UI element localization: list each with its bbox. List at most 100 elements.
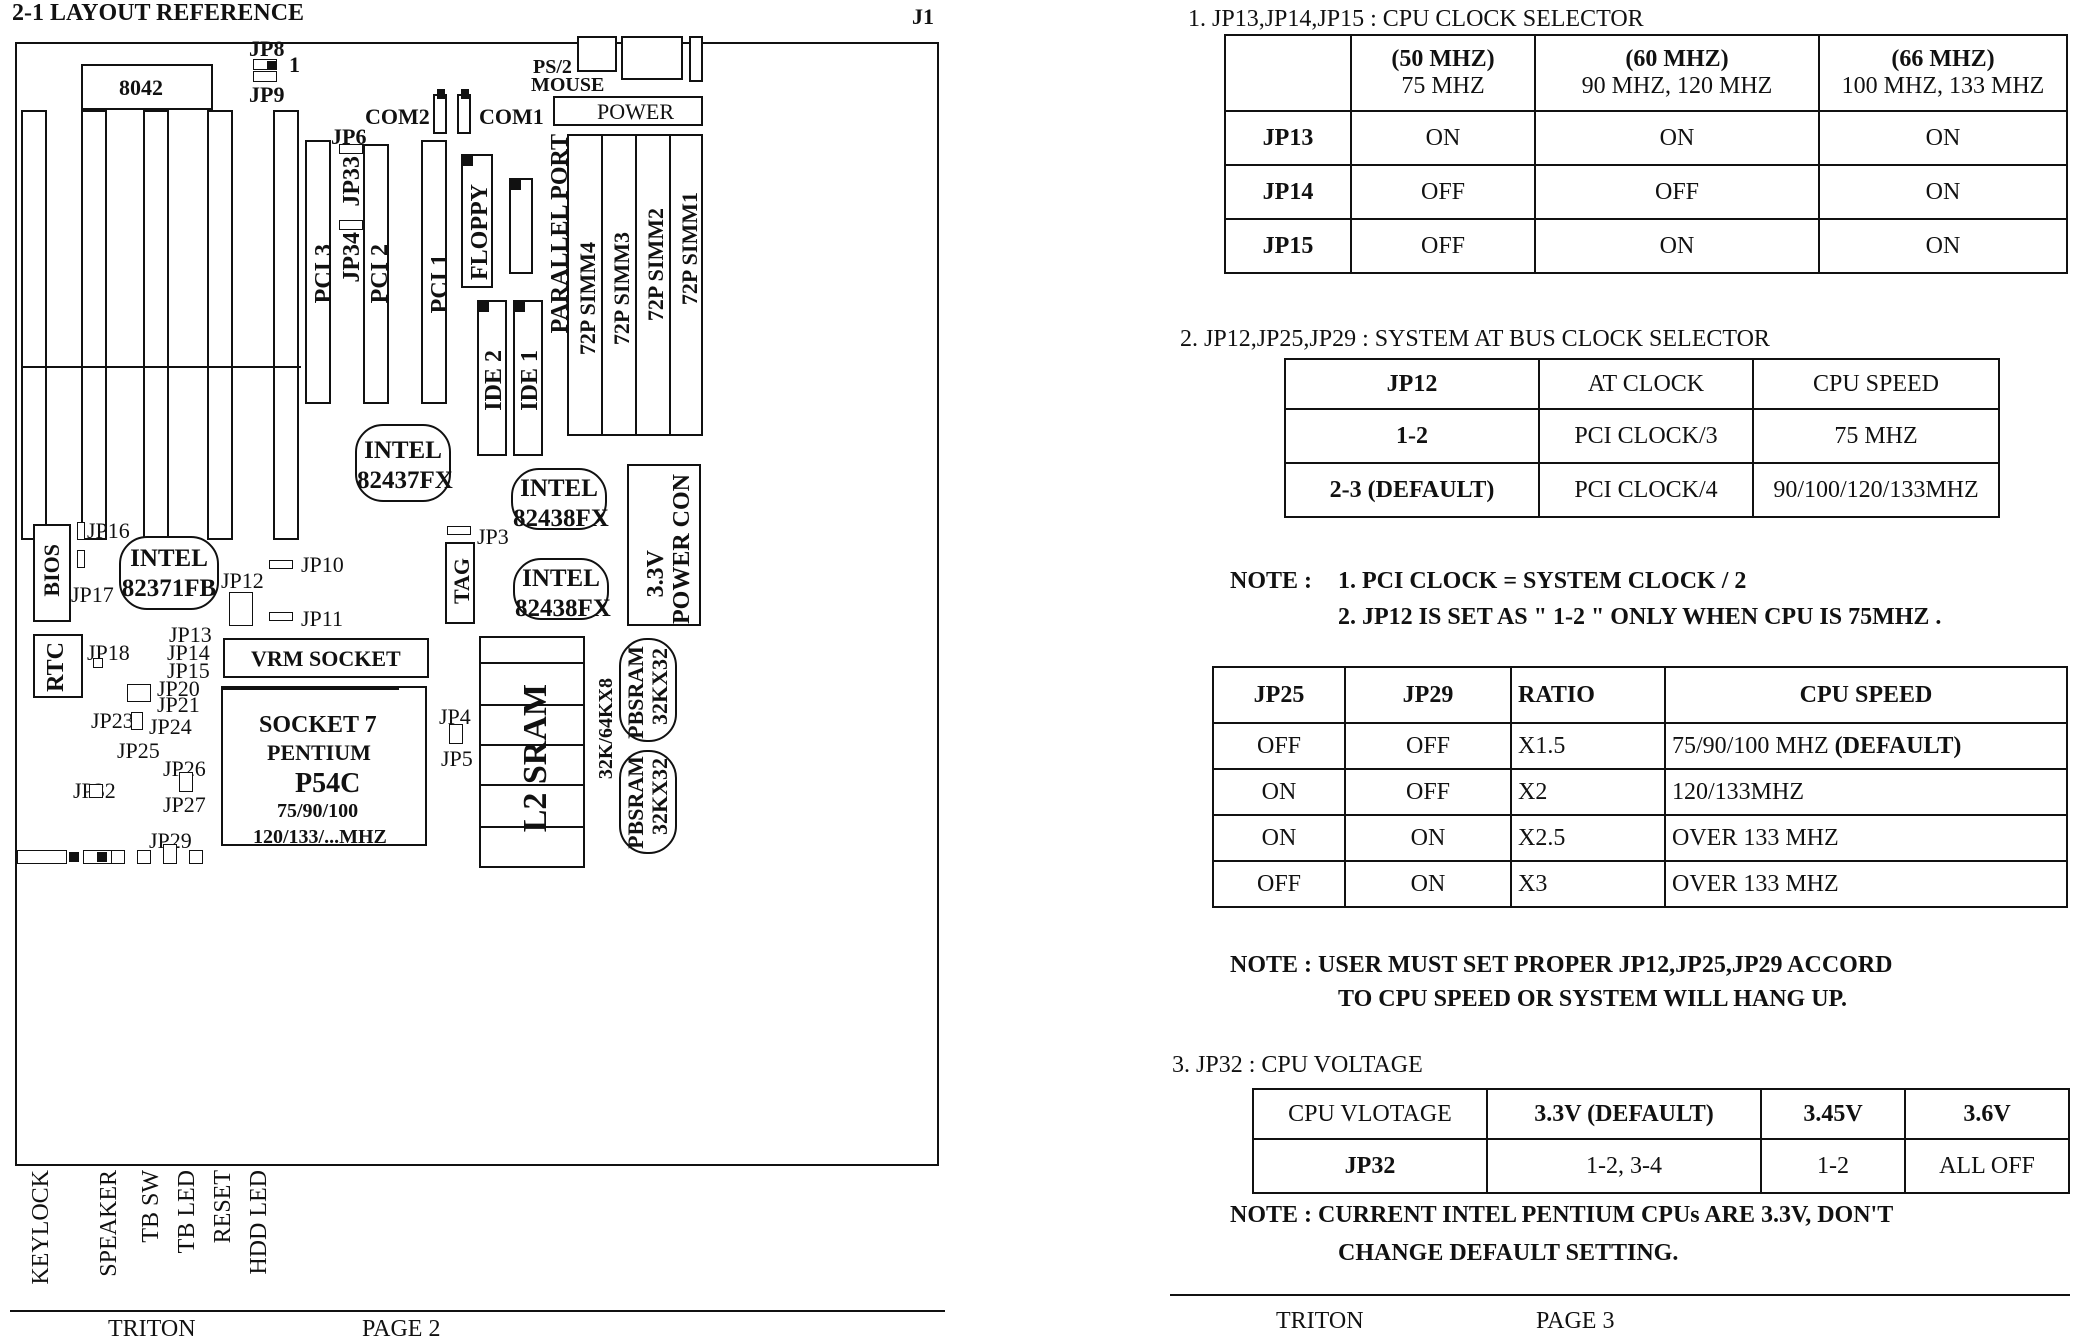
jp11-label: JP11: [301, 606, 343, 631]
jp33-jumper: [339, 220, 363, 230]
voltage-table: CPU VLOTAGE 3.3V (DEFAULT) 3.45V 3.6V JP…: [1252, 1088, 2070, 1194]
footer-rule-left: [10, 1310, 945, 1312]
ide1-connector: [513, 300, 543, 456]
sram-divider-3: [479, 744, 585, 746]
keylock-header: [17, 850, 67, 864]
rtc-label: RTC: [43, 642, 69, 692]
tbled-label: TB LED: [174, 1170, 200, 1254]
footer-page-left: PAGE 2: [362, 1316, 441, 1342]
isa-slot-4: [207, 110, 233, 540]
pci2-slot: [363, 144, 389, 404]
jp16-label: JP16: [87, 518, 130, 543]
sec2-note-label: NOTE :: [1230, 568, 1313, 594]
table-row: OFF ON X3 OVER 133 MHZ: [1212, 860, 2068, 908]
vrm-socket: VRM SOCKET: [223, 638, 429, 678]
jp15-label: JP15: [167, 658, 210, 683]
jp25-label: JP25: [117, 738, 160, 763]
simm1-label: 72P SIMM1: [677, 192, 702, 306]
right-page: 1. JP13,JP14,JP15 : CPU CLOCK SELECTOR (…: [1100, 0, 2081, 1334]
ratio-header-ratio: RATIO: [1510, 666, 1666, 724]
sec3-note-2: CHANGE DEFAULT SETTING.: [1338, 1240, 1679, 1266]
ratio-header-cpuspeed: CPU SPEED: [1664, 666, 2068, 724]
cpu-clock-corner: [1224, 34, 1352, 112]
jp10-label: JP10: [301, 552, 344, 577]
rtc-chip: [33, 634, 83, 698]
voltage-header-3v6: 3.6V: [1904, 1088, 2070, 1140]
jp21-label: JP21: [157, 692, 200, 717]
floppy-connector: [461, 154, 493, 288]
at-clock-header-jp12: JP12: [1284, 358, 1540, 410]
sec2-heading: 2. JP12,JP25,JP29 : SYSTEM AT BUS CLOCK …: [1180, 326, 1770, 352]
table-row: JP15 OFF ON ON: [1224, 218, 2068, 274]
pci2-label: PCI 2: [367, 244, 393, 304]
keylock-label: KEYLOCK: [28, 1170, 54, 1285]
pci1-label: PCI 1: [427, 254, 453, 314]
sec2-note-2: 2. JP12 IS SET AS " 1-2 " ONLY WHEN CPU …: [1338, 604, 1942, 630]
pbsram-2-label: PBSRAM: [623, 756, 648, 849]
jp9-jumper: [253, 71, 277, 82]
isa-slot-5: [273, 110, 299, 540]
isa-slot-3: [143, 110, 169, 540]
pci3-slot: [305, 140, 331, 404]
sram-divider-5: [479, 826, 585, 828]
com1-connector: [457, 94, 471, 134]
ratio-header-jp29: JP29: [1344, 666, 1512, 724]
reset-label: RESET: [210, 1170, 236, 1244]
pci3-label: PCI 3: [311, 244, 337, 304]
pbsram-1-size: 32KX32: [647, 648, 672, 725]
tbled-header: [137, 850, 151, 864]
table-row: ON OFF X2 120/133MHZ: [1212, 768, 2068, 816]
simm4-label: 72P SIMM4: [575, 242, 600, 356]
jp27-label: JP27: [163, 792, 206, 817]
table-row: JP13 ON ON ON: [1224, 110, 2068, 166]
com2-label: COM2: [365, 104, 430, 129]
tbsw-header: [111, 850, 125, 864]
voltage-header-3v45: 3.45V: [1760, 1088, 1906, 1140]
cpu-socket7: SOCKET 7 PENTIUM P54C 75/90/100 120/133/…: [221, 686, 427, 848]
parallel-pin1: [511, 180, 521, 190]
footer-name-left: TRITON: [108, 1316, 196, 1342]
cache-size-label: 32K/64KX8: [595, 678, 617, 780]
simm2-label: 72P SIMM2: [643, 208, 668, 322]
bios-chip: [33, 524, 71, 622]
mouse-label: MOUSE: [531, 74, 605, 96]
jp13-label: JP13: [169, 622, 212, 647]
socket-lever-line: [223, 688, 399, 690]
speaker-pin: [97, 852, 107, 862]
footer-page-right: PAGE 3: [1536, 1308, 1615, 1334]
jp33-label: JP33: [339, 156, 365, 207]
keyboard-port: [621, 36, 683, 80]
ps2-label: PS/2: [533, 56, 572, 78]
sec3-heading: 3. JP32 : CPU VOLTAGE: [1172, 1052, 1423, 1078]
com2-pin1: [437, 89, 445, 99]
reset-header: [163, 844, 177, 864]
l2-sram-bank: [479, 636, 585, 868]
jp3-label: JP3: [477, 524, 509, 549]
isa-slot-2: [81, 110, 107, 540]
simm-divider-1: [601, 134, 603, 436]
com1-label: COM1: [479, 104, 544, 129]
pbsram-2-size: 32KX32: [647, 758, 672, 835]
power-connector: POWER: [553, 96, 703, 126]
sram-divider-1: [479, 662, 585, 664]
sec3-note-1: NOTE : CURRENT INTEL PENTIUM CPUs ARE 3.…: [1230, 1202, 1894, 1228]
jp10-jumper: [269, 560, 293, 569]
pbsram-1: [619, 638, 677, 742]
jp9-label: JP9: [249, 82, 285, 107]
jp24-label: JP24: [149, 714, 192, 739]
hddled-header: [189, 850, 203, 864]
cpu-clock-col-2: (60 MHZ) 90 MHZ, 120 MHZ: [1534, 34, 1820, 112]
at-clock-table: JP12 AT CLOCK CPU SPEED 1-2 PCI CLOCK/3 …: [1284, 358, 2000, 518]
floppy-pin1: [463, 156, 473, 166]
isa-slot-divider: [21, 366, 301, 368]
tag-ram: [445, 542, 475, 624]
footer-rule-right: [1170, 1294, 2070, 1296]
sec2-warning-1: NOTE : USER MUST SET PROPER JP12,JP25,JP…: [1230, 952, 1893, 978]
table-row: ON ON X2.5 OVER 133 MHZ: [1212, 814, 2068, 862]
jp12-label: JP12: [221, 568, 264, 593]
jp23-label: JP23: [91, 708, 134, 733]
sram-divider-2: [479, 704, 585, 706]
